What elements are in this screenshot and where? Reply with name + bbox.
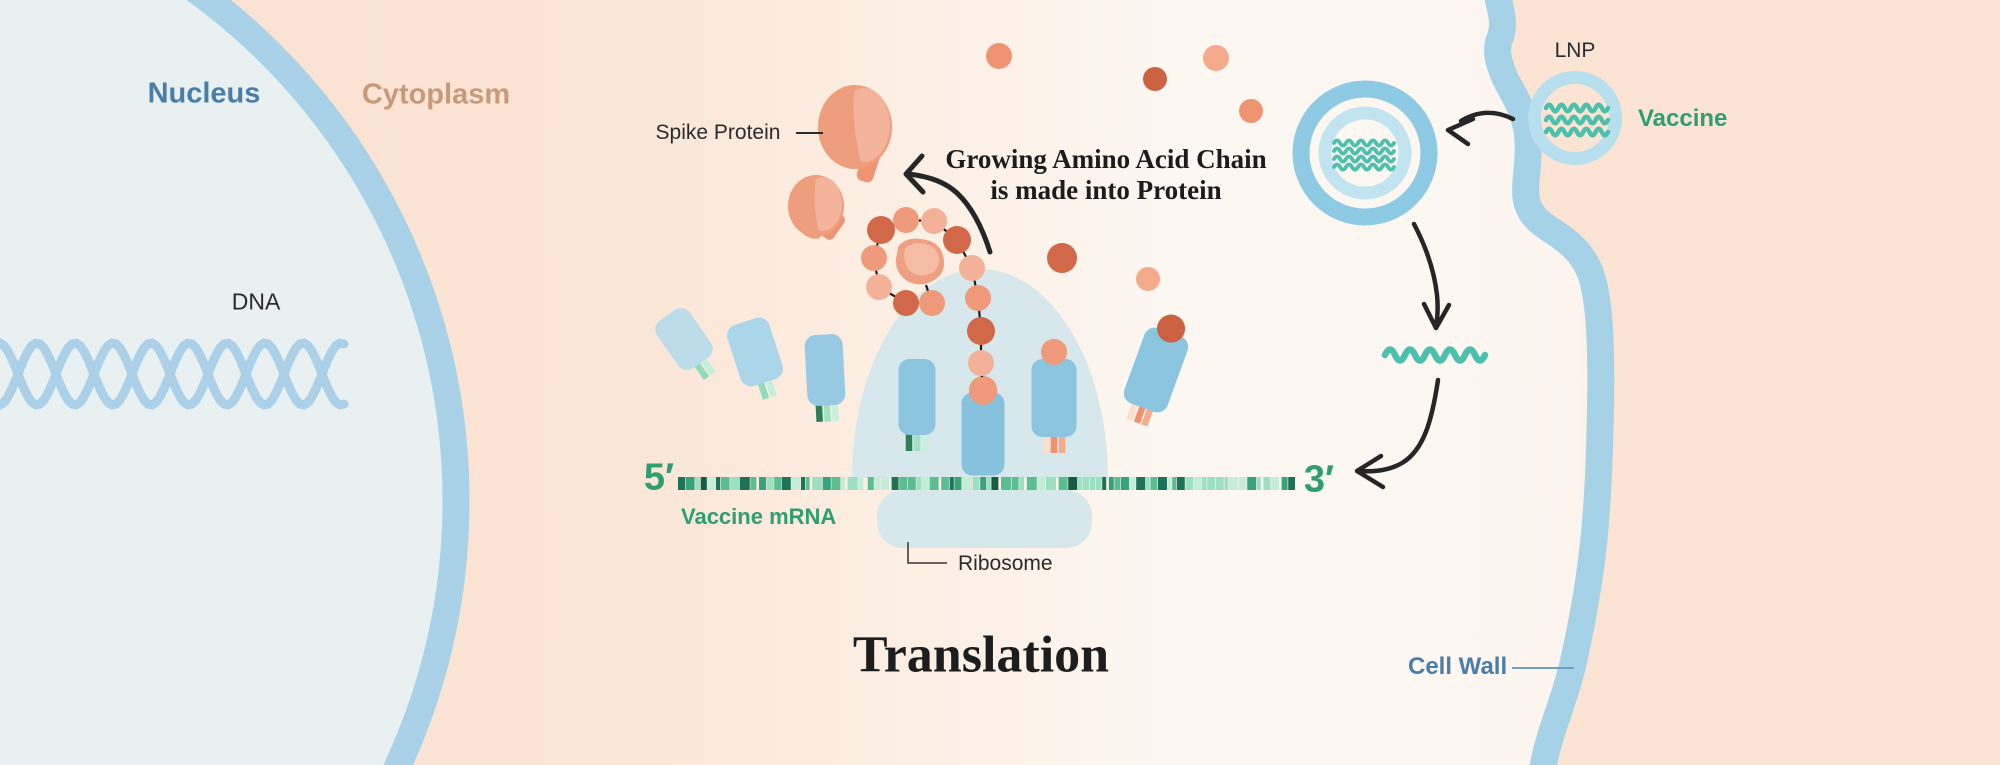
amino-acid-chain (861, 207, 997, 405)
lnp-label: LNP (1554, 39, 1596, 62)
trna-icon (727, 317, 783, 400)
nucleus-region (0, 0, 470, 765)
amino-acid-dot (986, 43, 1012, 69)
amino-acid-dot (1047, 243, 1077, 273)
cell-wall (1484, 0, 1615, 765)
endosome-mrna-squiggles (1332, 138, 1396, 172)
ribosome-label: Ribosome (958, 552, 1053, 575)
diagram-title: Translation (852, 626, 1110, 684)
trna-icon (898, 359, 936, 451)
endosome-icon (1292, 80, 1438, 226)
spike-protein-icon (818, 85, 892, 183)
arrow-mrna-to-ribosome-icon (1354, 377, 1441, 490)
arrow-protein-folding-icon (903, 153, 993, 255)
extracellular-region (1497, 0, 2000, 765)
nucleus-label: Nucleus (147, 77, 261, 110)
arrow-lnp-entry-icon (1445, 110, 1516, 147)
trna-icon (1031, 339, 1077, 453)
trna-icon (804, 334, 846, 423)
trna-icon (1123, 314, 1189, 427)
dna-helix-icon (0, 338, 349, 410)
lnp-mrna-squiggles (1543, 102, 1611, 138)
vaccine-mrna-label: Vaccine mRNA (681, 504, 837, 529)
cell-wall-label: Cell Wall (1408, 653, 1508, 680)
lnp-icon (1528, 71, 1622, 165)
mrna-strand (678, 477, 1295, 490)
mrna-three-prime-label: 3′ (1303, 458, 1335, 501)
amino-acid-dots (986, 43, 1263, 291)
cytoplasm-label: Cytoplasm (361, 78, 511, 111)
amino-acid-dot (1239, 99, 1263, 123)
amino-acid-note: Growing Amino Acid Chain is made into Pr… (945, 144, 1266, 206)
folding-protein-blob (895, 238, 945, 285)
dna-label: DNA (231, 288, 281, 315)
mrna-five-prime-label: 5′ (643, 456, 675, 499)
vaccine-label: Vaccine (1638, 105, 1728, 132)
amino-acid-note-line2: is made into Protein (990, 175, 1222, 205)
ribosome-pointer-line (907, 542, 947, 564)
trna-group (655, 308, 1189, 476)
amino-acid-dot (1203, 45, 1229, 71)
spike-protein-small-icon (788, 175, 845, 240)
spike-protein-label: Spike Protein (655, 121, 781, 144)
released-mrna-icon (1381, 346, 1489, 364)
trna-icon (655, 308, 716, 381)
arrow-endosome-release-icon (1411, 221, 1452, 331)
amino-acid-dot (1136, 267, 1160, 291)
amino-acid-note-line1: Growing Amino Acid Chain (945, 144, 1267, 174)
amino-acid-dot (1143, 67, 1167, 91)
